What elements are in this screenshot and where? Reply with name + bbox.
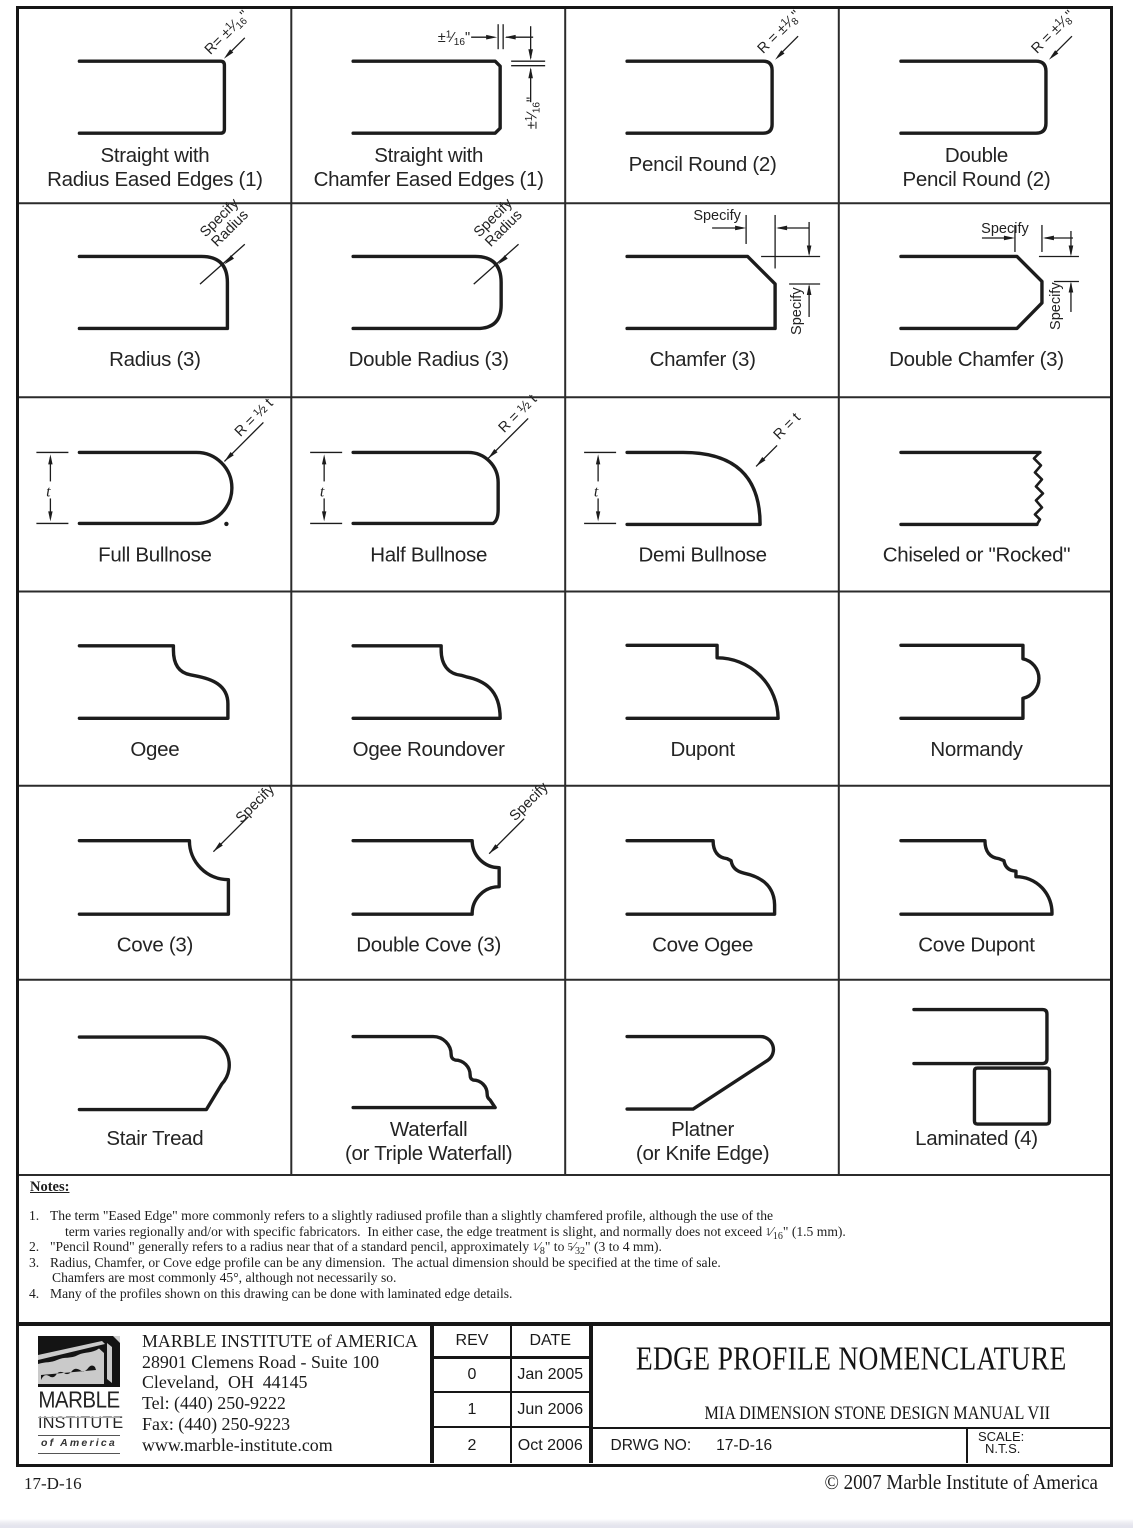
- svg-text:Radius Eased Edges (1): Radius Eased Edges (1): [47, 168, 263, 191]
- svg-text:Normandy: Normandy: [930, 738, 1023, 761]
- svg-text:Double Chamfer (3): Double Chamfer (3): [889, 348, 1064, 371]
- svg-text:Dupont: Dupont: [670, 738, 735, 761]
- svg-text:Chiseled or "Rocked": Chiseled or "Rocked": [883, 543, 1070, 566]
- svg-text:t: t: [594, 483, 599, 500]
- svg-text:Pencil Round (2): Pencil Round (2): [903, 168, 1051, 191]
- svg-text:Double Radius (3): Double Radius (3): [349, 348, 509, 371]
- svg-text:Cove (3): Cove (3): [117, 934, 193, 957]
- svg-text:±1⁄16": ±1⁄16": [438, 30, 470, 48]
- svg-text:Waterfall: Waterfall: [390, 1118, 467, 1141]
- svg-text:Double: Double: [945, 144, 1008, 167]
- svg-text:Stair Tread: Stair Tread: [106, 1127, 203, 1150]
- svg-text:Radius (3): Radius (3): [109, 348, 201, 371]
- svg-text:Full Bullnose: Full Bullnose: [98, 543, 211, 566]
- svg-text:Demi Bullnose: Demi Bullnose: [638, 543, 766, 566]
- svg-text:Specify: Specify: [233, 781, 278, 826]
- svg-text:Double Cove (3): Double Cove (3): [356, 934, 501, 957]
- svg-text:(or Triple Waterfall): (or Triple Waterfall): [345, 1142, 512, 1165]
- svg-text:Ogee: Ogee: [130, 738, 179, 761]
- svg-text:R = ±1⁄8": R = ±1⁄8": [754, 9, 805, 58]
- svg-text:Chamfer (3): Chamfer (3): [650, 348, 756, 371]
- svg-text:Specify: Specify: [789, 287, 805, 335]
- svg-text:Chamfer Eased Edges (1): Chamfer Eased Edges (1): [314, 168, 544, 191]
- svg-text:t: t: [46, 483, 51, 500]
- svg-text:Specify: Specify: [693, 208, 741, 224]
- svg-text:Half Bullnose: Half Bullnose: [370, 543, 487, 566]
- svg-text:R= ±1⁄16": R= ±1⁄16": [201, 9, 253, 59]
- svg-text:(or Knife Edge): (or Knife Edge): [636, 1142, 769, 1165]
- svg-text:±1⁄16": ±1⁄16": [524, 97, 542, 129]
- svg-text:R = ±1⁄8": R = ±1⁄8": [1028, 9, 1079, 58]
- svg-text:Ogee Roundover: Ogee Roundover: [353, 738, 505, 761]
- svg-text:R = ½ t: R = ½ t: [232, 396, 277, 441]
- svg-text:Straight with: Straight with: [100, 144, 209, 167]
- svg-text:t: t: [320, 483, 325, 500]
- svg-text:Specify: Specify: [981, 221, 1029, 237]
- svg-text:Cove Dupont: Cove Dupont: [918, 934, 1035, 957]
- svg-text:Cove Ogee: Cove Ogee: [652, 934, 753, 957]
- svg-text:Laminated (4): Laminated (4): [915, 1127, 1038, 1150]
- svg-text:Specify: Specify: [1048, 282, 1064, 330]
- svg-text:Pencil Round (2): Pencil Round (2): [629, 153, 777, 176]
- svg-text:Platner: Platner: [671, 1118, 734, 1141]
- svg-text:Straight with: Straight with: [374, 144, 483, 167]
- svg-text:R = t: R = t: [771, 410, 804, 443]
